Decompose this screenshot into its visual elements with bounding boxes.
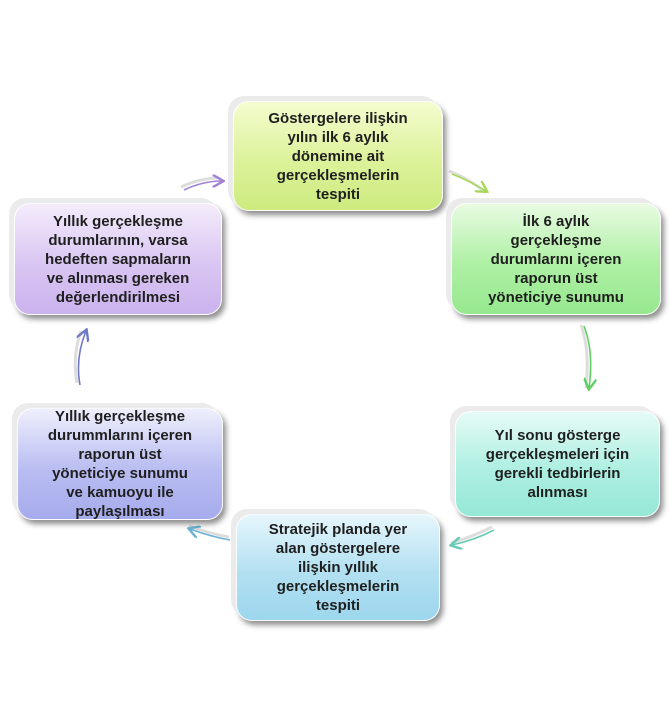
step-3-text: Yıl sonu gösterge gerçekleşmeleri için g…	[485, 427, 630, 501]
step-4-text: Stratejik planda yer alan göstergelere i…	[268, 521, 408, 614]
step-3-box: Yıl sonu gösterge gerçekleşmeleri için g…	[455, 411, 660, 517]
arrow-1-to-2	[451, 173, 486, 191]
arrow-6-to-1	[183, 181, 222, 191]
arrow-4-to-5	[190, 529, 231, 541]
arrow-2-to-3	[584, 325, 591, 388]
step-2-box: İlk 6 aylık gerçekleşme durumlarını içer…	[451, 203, 661, 315]
step-1-text: Göstergelere ilişkin yılın ilk 6 aylık d…	[268, 109, 408, 203]
step-2-text: İlk 6 aylık gerçekleşme durumlarını içer…	[488, 212, 624, 306]
step-4-box: Stratejik planda yer alan göstergelere i…	[236, 514, 440, 621]
arrow-3-to-4	[452, 529, 495, 545]
step-1-box: Göstergelere ilişkin yılın ilk 6 aylık d…	[233, 101, 443, 211]
step-5-box: Yıllık gerçekleşme durummlarını içeren r…	[17, 408, 223, 520]
arrow-5-to-6	[78, 331, 86, 386]
step-6-box: Yıllık gerçekleşme durumlarının, varsa h…	[14, 203, 222, 315]
step-6-text: Yıllık gerçekleşme durumlarının, varsa h…	[45, 212, 191, 306]
step-5-text: Yıllık gerçekleşme durummlarını içeren r…	[47, 408, 193, 520]
